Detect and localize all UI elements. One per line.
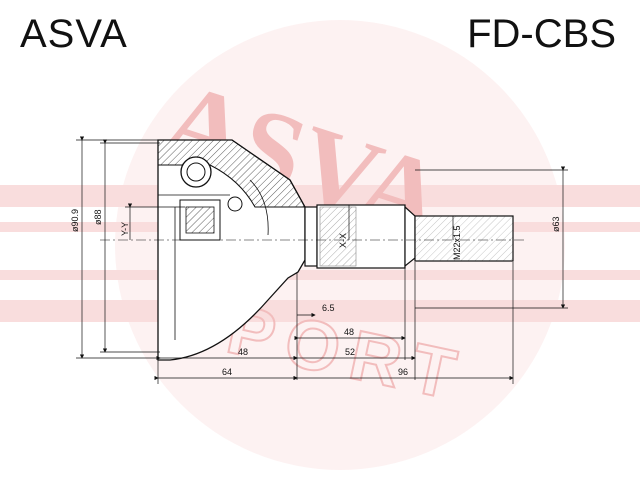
label-length-48-lower: 48: [238, 347, 248, 357]
label-outer-diameter: ø90.9: [70, 209, 80, 232]
label-length-52: 52: [345, 347, 355, 357]
label-length-96: 96: [398, 367, 408, 377]
dimension-lines: [76, 136, 568, 384]
dimension-labels: ø90.9 ø88 Y-Y X-X M22x1.5 ø63 6.5 48 48 …: [70, 209, 561, 377]
part-number: FD-CBS: [467, 12, 616, 56]
joint-shaft: [100, 204, 525, 269]
label-seal-diameter: ø63: [551, 216, 561, 232]
joint-housing: [157, 139, 306, 361]
label-length-48-upper: 48: [344, 327, 354, 337]
label-thread: M22x1.5: [452, 225, 462, 260]
label-axis-y: Y-Y: [120, 222, 130, 236]
label-axis-x: X-X: [338, 233, 348, 248]
label-offset: 6.5: [322, 303, 335, 313]
label-housing-diameter: ø88: [93, 209, 103, 225]
label-length-64: 64: [222, 367, 232, 377]
brand-logo-text: ASVA: [20, 12, 128, 56]
